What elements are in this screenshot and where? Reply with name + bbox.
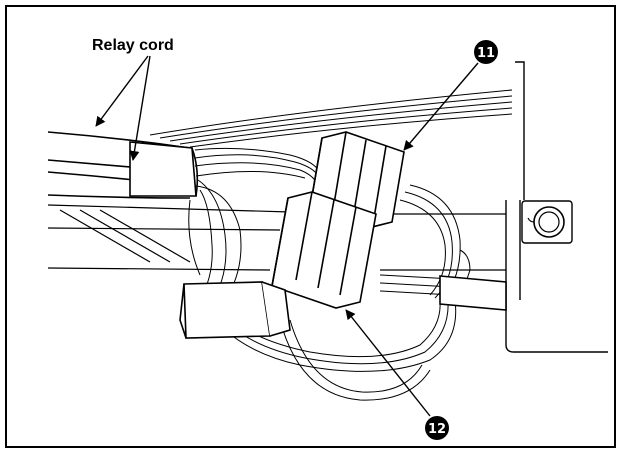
screw (521, 200, 573, 244)
connector-12-mate (179, 281, 291, 339)
callout-11-leader (403, 62, 479, 151)
relay-cord-arrow-1 (95, 55, 149, 127)
relay-cord-cable (47, 131, 199, 199)
callout-11: 11 (474, 40, 498, 64)
upper-harness (149, 89, 513, 148)
callout-12-leader (345, 309, 431, 417)
relay-cord-arrow-2 (129, 55, 151, 161)
relay-cord-label: Relay cord (92, 37, 174, 54)
callout-12: 12 (425, 416, 449, 440)
right-cable (439, 275, 507, 311)
machine-body (505, 61, 608, 353)
callout-12-text: 12 (428, 422, 446, 437)
callout-11-text: 11 (477, 46, 495, 61)
connector-12 (271, 191, 377, 309)
